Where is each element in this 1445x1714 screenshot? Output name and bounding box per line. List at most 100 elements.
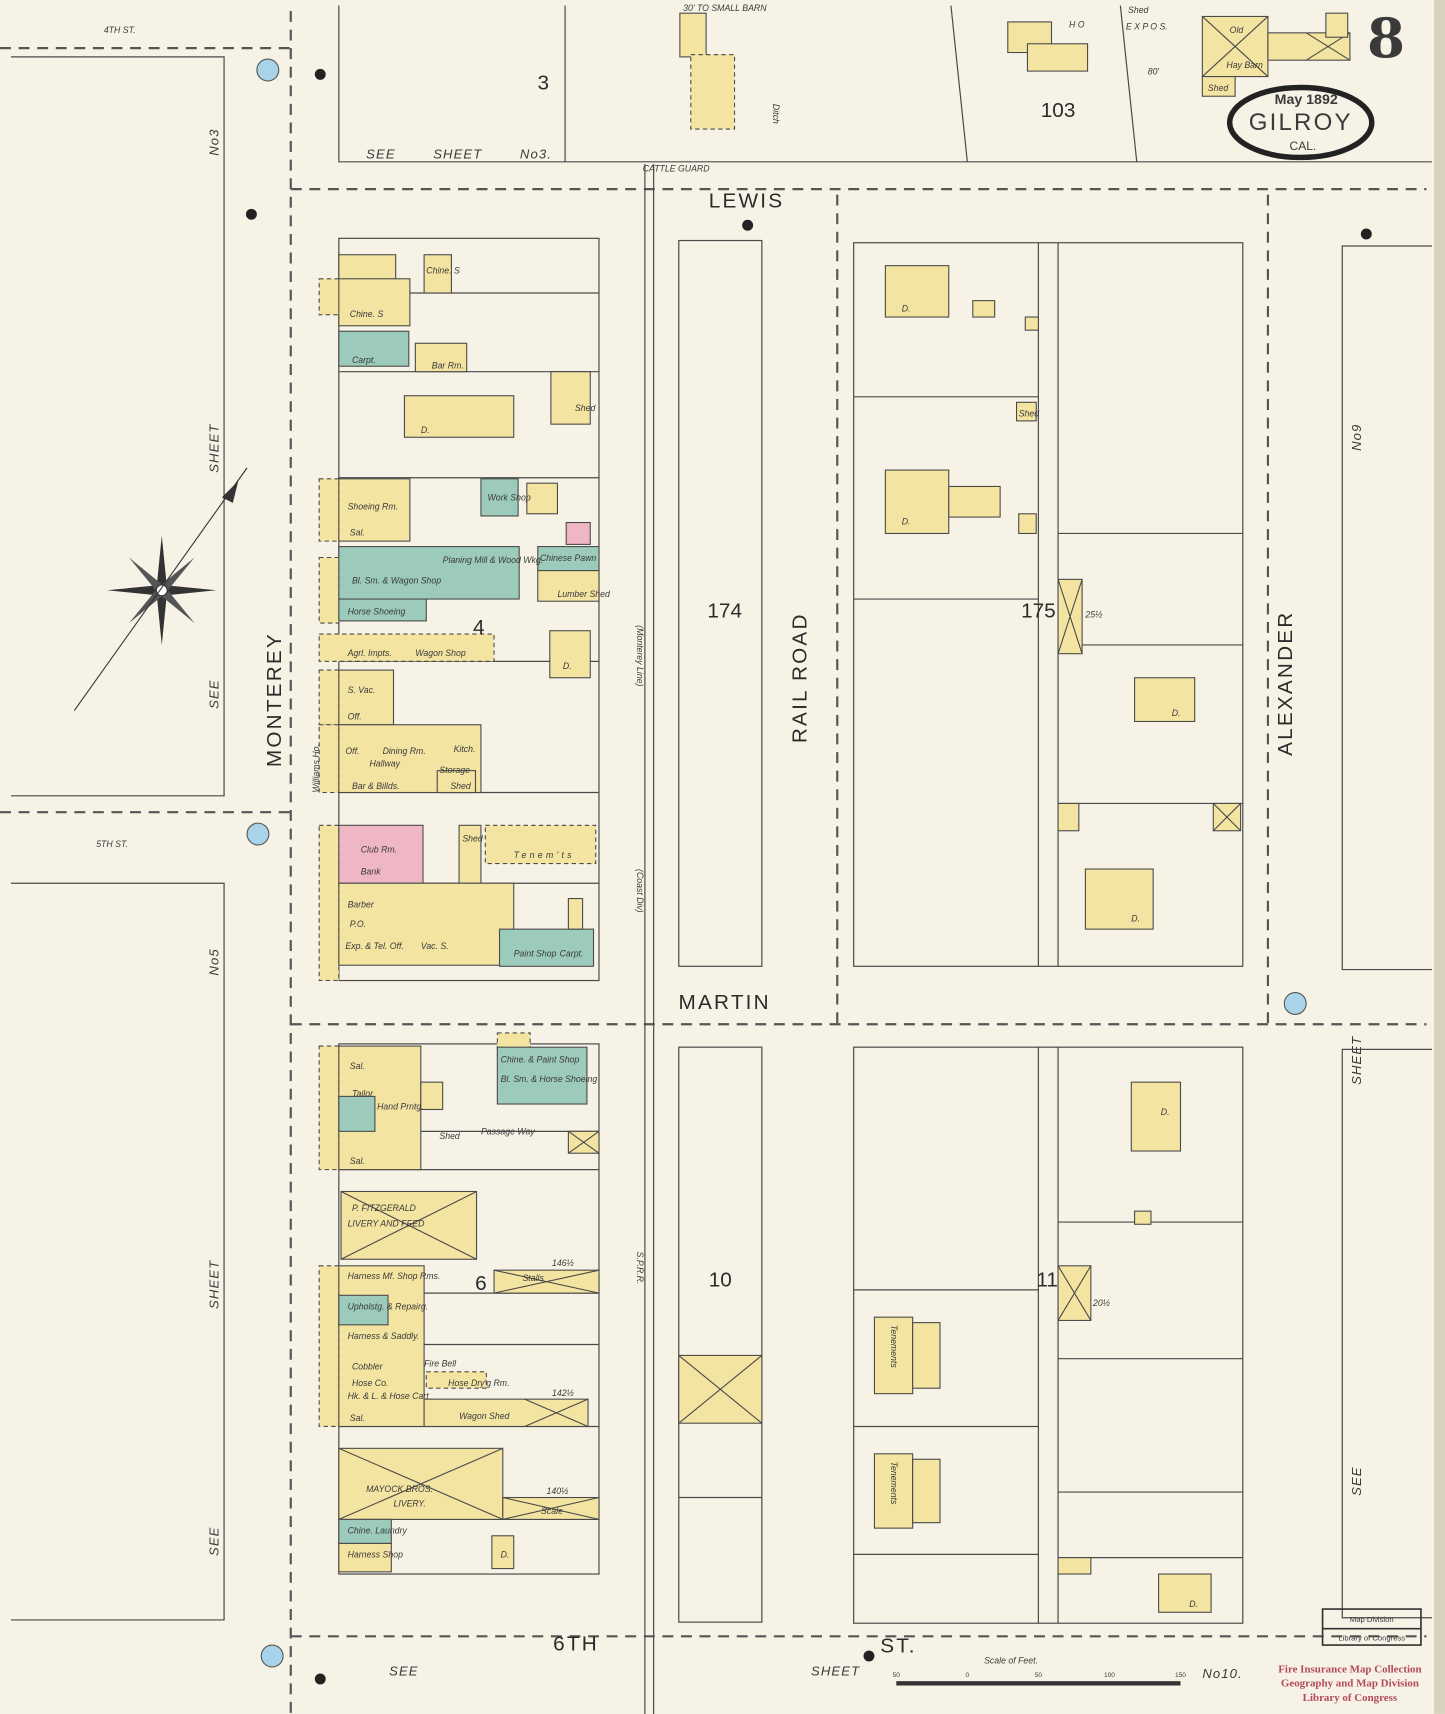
street-alexander: ALEXANDER xyxy=(1274,611,1297,756)
label: Shed xyxy=(1019,409,1041,419)
label: Sal. xyxy=(350,1156,365,1166)
street-lines xyxy=(0,10,1427,1714)
label-ho: H O xyxy=(1069,19,1085,29)
block-10-buildings xyxy=(678,1354,763,1424)
stamp-geo: Geography and Map Division xyxy=(1281,1678,1419,1690)
label: D. xyxy=(1189,1599,1198,1609)
ref-sheet: SHEET xyxy=(1349,1036,1364,1085)
label: Club Rm. xyxy=(361,845,397,855)
label: Barber xyxy=(348,899,375,909)
label: Tenements xyxy=(889,1325,899,1369)
label: Hand Prntg. xyxy=(377,1101,424,1111)
label: Chine. S xyxy=(350,309,384,319)
well-dot-icon xyxy=(245,208,257,220)
label: Chine. & Paint Shop xyxy=(501,1054,580,1064)
label: 140½ xyxy=(547,1486,570,1496)
map-state: CAL. xyxy=(1290,139,1317,153)
ref-no9: No9 xyxy=(1349,424,1364,451)
block-11-labels: D. Tenements Tenements D. 20½ xyxy=(889,1107,1198,1609)
label: D. xyxy=(1161,1107,1170,1117)
label-shed-2: Shed xyxy=(1128,5,1150,15)
label: Carpt. xyxy=(352,355,376,365)
label: P.O. xyxy=(350,919,366,929)
label: Sal. xyxy=(350,1413,365,1423)
label: D. xyxy=(1131,913,1140,923)
label: D. xyxy=(501,1550,510,1560)
label: Paint Shop xyxy=(514,948,557,958)
label: D. xyxy=(902,304,911,314)
sheet-references: No3 SHEET SEE No5 SHEET SEE No9 SHEET SE… xyxy=(207,128,1364,1680)
label: Bank xyxy=(361,866,382,876)
label: Hallway xyxy=(369,758,400,768)
scale-tick: 150 xyxy=(1175,1672,1186,1679)
block-175-buildings xyxy=(884,265,1242,930)
ref-see: SEE xyxy=(207,1526,222,1556)
label: Bl. Sm. & Wagon Shop xyxy=(352,576,441,586)
label-80ft: 80' xyxy=(1148,66,1160,76)
sprr-label: S.P.R.R. xyxy=(635,1252,645,1285)
label: Shed xyxy=(575,403,597,413)
label: Shed xyxy=(439,1131,461,1141)
label: Hose Dry'g Rm. xyxy=(448,1378,509,1388)
block-6-buildings xyxy=(318,1032,600,1573)
well-dot-icon xyxy=(314,1673,326,1685)
block-175-labels: D. Shed D. D. D. 25½ xyxy=(902,304,1181,924)
label: Off. xyxy=(348,711,362,721)
block-11: 11 xyxy=(1036,1269,1058,1292)
label: Wagon Shop xyxy=(415,648,465,658)
label-ditch: Ditch xyxy=(771,104,781,124)
label: Carpt. xyxy=(560,948,584,958)
label: 146½ xyxy=(552,1258,575,1268)
hydrants xyxy=(246,58,1307,1668)
street-5th: 5TH ST. xyxy=(96,839,128,849)
coast-div-label: (Coast Div) xyxy=(635,869,645,913)
label: Chinese Pawn xyxy=(540,553,596,563)
label: Storage xyxy=(439,765,470,775)
block-outlines xyxy=(338,237,1244,1624)
ref-no10: No10. xyxy=(1202,1666,1242,1681)
fire-hydrant-icon xyxy=(1283,991,1307,1015)
stamp-loc2: Library of Congress xyxy=(1303,1692,1397,1704)
label: 20½ xyxy=(1092,1298,1111,1308)
top-area-buildings xyxy=(679,12,1351,130)
scale-tick: 50 xyxy=(893,1672,901,1679)
label: Upholstg. & Repairg. xyxy=(348,1302,429,1312)
adjacent-sheet-outlines xyxy=(10,5,1432,1621)
label: Exp. & Tel. Off. xyxy=(345,941,403,951)
rail-road-label: RAIL ROAD xyxy=(789,612,812,743)
label: Harness Shop xyxy=(348,1550,403,1560)
ref-see: SEE xyxy=(207,679,222,709)
scale-tick: 50 xyxy=(1035,1672,1043,1679)
label: Planing Mill & Wood Wkg. xyxy=(443,555,543,565)
compass-rose-icon xyxy=(73,467,248,711)
block-6: 6 xyxy=(475,1272,487,1295)
label-old: Old xyxy=(1230,25,1245,35)
label: 25½ xyxy=(1084,610,1103,620)
block-103: 103 xyxy=(1041,99,1076,122)
label: P. FITZGERALD xyxy=(352,1203,417,1213)
library-stamp: Map Division Library of Congress xyxy=(1321,1608,1422,1646)
label: D. xyxy=(1172,708,1181,718)
label: Chine. S xyxy=(426,265,460,275)
map-city: GILROY xyxy=(1249,109,1353,136)
label: Horse Shoeing xyxy=(348,606,406,616)
street-lewis: LEWIS xyxy=(709,190,785,213)
street-labels: 4TH ST. 5TH ST. LEWIS MARTIN 6TH ST. MON… xyxy=(96,25,1297,1658)
well-dot-icon xyxy=(1360,228,1372,240)
label: S. Vac. xyxy=(348,685,376,695)
label: Harness & Saddly. xyxy=(348,1331,420,1341)
label: Bar & Billds. xyxy=(352,781,400,791)
street-monterey: MONTEREY xyxy=(263,632,286,767)
ref-see-bottom: SEE xyxy=(389,1664,419,1679)
street-6th: 6TH xyxy=(553,1633,599,1656)
label: Fire Bell xyxy=(424,1358,457,1368)
label: Scale xyxy=(541,1506,563,1516)
scale-tick: 100 xyxy=(1104,1672,1115,1679)
block-4: 4 xyxy=(473,616,485,639)
label: Chine. Laundry xyxy=(348,1526,408,1536)
label: Bl. Sm. & Horse Shoeing xyxy=(501,1074,598,1084)
ref-top: SEE SHEET No3. xyxy=(366,147,552,162)
label: Shoeing Rm. xyxy=(348,501,399,511)
page-edge xyxy=(1434,0,1445,1714)
